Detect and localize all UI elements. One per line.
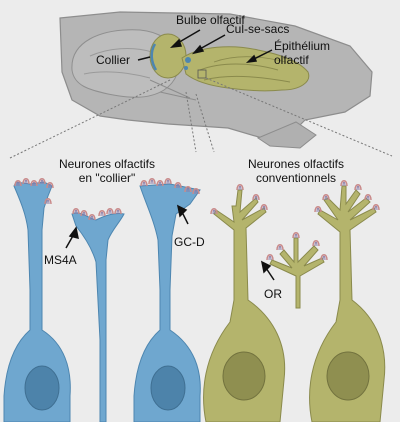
conventional-neurons [203, 185, 386, 422]
label-ms4a: MS4A [44, 253, 77, 267]
label-epithelium-1: Épithélium [274, 38, 330, 53]
cul-de-sacs [185, 57, 191, 63]
group-title-collier-2: en "collier" [79, 171, 136, 185]
head-illustration [59, 11, 373, 149]
neuron-arrows [65, 204, 275, 281]
group-title-collier-1: Neurones olfactifs [59, 157, 155, 171]
collier-necklace [150, 43, 158, 71]
blue-neuron-3 [133, 183, 201, 422]
label-epithelium-2: olfactif [274, 53, 309, 67]
olive-nucleus-1 [222, 351, 266, 401]
olive-nucleus-3 [326, 351, 370, 401]
label-arrows [137, 29, 273, 64]
blue-neuron-1 [3, 181, 71, 422]
olive-neuron-1 [203, 189, 286, 422]
collier-neurons [3, 181, 201, 422]
blue-neuron-2 [71, 212, 125, 422]
olive-neuron-2 [269, 237, 325, 309]
label-or: OR [264, 287, 282, 301]
label-bulbe: Bulbe olfactif [176, 13, 245, 27]
label-culsacs: Cul-se-sacs [226, 22, 289, 36]
blue-nucleus-3 [150, 365, 186, 411]
group-title-conv-2: conventionnels [256, 171, 336, 185]
label-gcd: GC-D [174, 235, 205, 249]
zoom-box [197, 69, 207, 79]
zoom-lines [9, 77, 393, 159]
group-title-conv-1: Neurones olfactifs [248, 157, 344, 171]
blue-nucleus-1 [24, 365, 60, 411]
label-collier: Collier [96, 53, 130, 67]
